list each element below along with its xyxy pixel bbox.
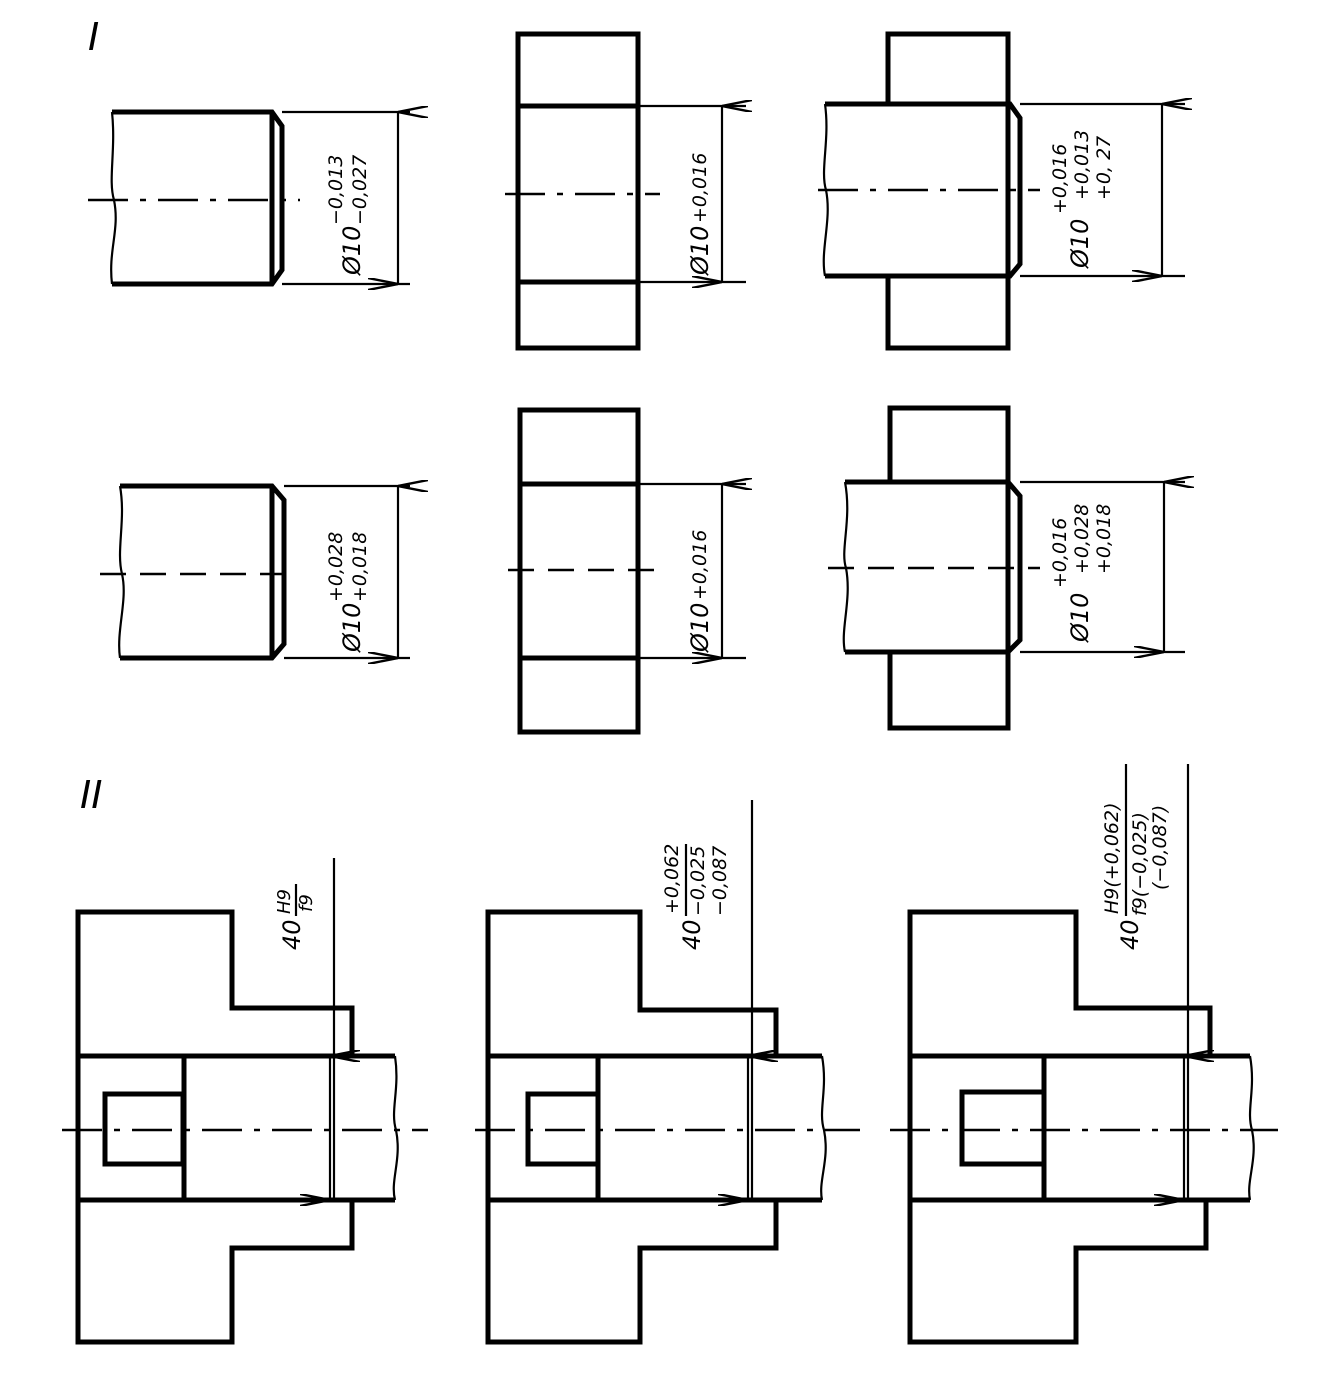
row3-c-shaft: f9(−0,025) <box>1129 812 1151 916</box>
row1-hole-dimension: Ø10 +0,016 <box>686 153 714 276</box>
row1-fit-shaft-upper: +0,013 <box>1071 130 1093 200</box>
row1-fit-assembly <box>818 31 1185 351</box>
row3-assembly-c <box>890 764 1278 1345</box>
row2-fit-hole: +0,016 <box>1049 518 1071 588</box>
row2-fit-dimension: Ø10 +0,016 +0,028 +0,018 <box>1049 504 1115 643</box>
row1-fit-dimension: Ø10 +0,016 +0,013 +0, 27 <box>1049 130 1115 269</box>
row2-shaft-dimension: Ø10 +0,028 +0,018 <box>325 532 371 653</box>
row2-shaft-lower: +0,018 <box>349 532 371 602</box>
row2-fit-shaft-upper: +0,028 <box>1071 504 1093 574</box>
row2-shaft-upper: +0,028 <box>325 532 347 602</box>
row1-hole-nominal: Ø10 <box>686 226 714 276</box>
row2-hole-dimension: Ø10 +0,016 <box>686 530 714 653</box>
row2-shaft-part <box>100 486 410 658</box>
row1-fit-nominal: Ø10 <box>1066 219 1094 269</box>
row1-shaft-dimension: Ø10 −0,013 −0,027 <box>325 155 371 276</box>
row1-shaft-nominal: Ø10 <box>338 226 366 276</box>
row1-shaft-part <box>88 112 410 284</box>
row2-shaft-nominal: Ø10 <box>338 603 366 653</box>
row1-fit-shaft-lower: +0, 27 <box>1093 136 1115 200</box>
row1-fit-hole: +0,016 <box>1049 144 1071 214</box>
row1-shaft-lower: −0,027 <box>349 155 371 225</box>
row3-a-dimension: 40 H9 f9 <box>274 884 317 950</box>
row3-b-hole: +0,062 <box>661 844 683 914</box>
row1-hole-part <box>505 31 746 351</box>
row2-hole-nominal: Ø10 <box>686 603 714 653</box>
row2-fit-nominal: Ø10 <box>1066 593 1094 643</box>
row3-b-shaft-lower: −0,087 <box>709 846 731 916</box>
row3-c-dimension: 40 H9(+0,062) f9(−0,025) (−0,087) <box>1101 764 1171 950</box>
row3-b-nominal: 40 <box>678 919 706 950</box>
row2-hole-part <box>508 407 746 735</box>
row3-c-hole: H9(+0,062) <box>1101 802 1123 914</box>
row2-fit-shaft-lower: +0,018 <box>1093 504 1115 574</box>
row3-b-shaft-upper: −0,025 <box>687 846 709 916</box>
row1-shaft-upper: −0,013 <box>325 155 347 225</box>
row3-assembly-b <box>475 800 860 1345</box>
row2-fit-assembly <box>828 405 1185 731</box>
row1-hole-upper: +0,016 <box>689 153 711 223</box>
row3-b-dimension: 40 +0,062 −0,025 −0,087 <box>661 844 731 950</box>
row3-a-hole: H9 <box>274 889 295 914</box>
row3-a-shaft: f9 <box>296 894 317 912</box>
row3-c-shaft-lower: (−0,087) <box>1149 805 1171 890</box>
row2-hole-upper: +0,016 <box>689 530 711 600</box>
section-label-one: I <box>88 15 99 59</box>
row3-c-nominal: 40 <box>1116 919 1144 950</box>
row3-a-nominal: 40 <box>278 919 306 950</box>
section-label-two: II <box>80 773 102 817</box>
row3-assembly-a <box>62 858 428 1345</box>
